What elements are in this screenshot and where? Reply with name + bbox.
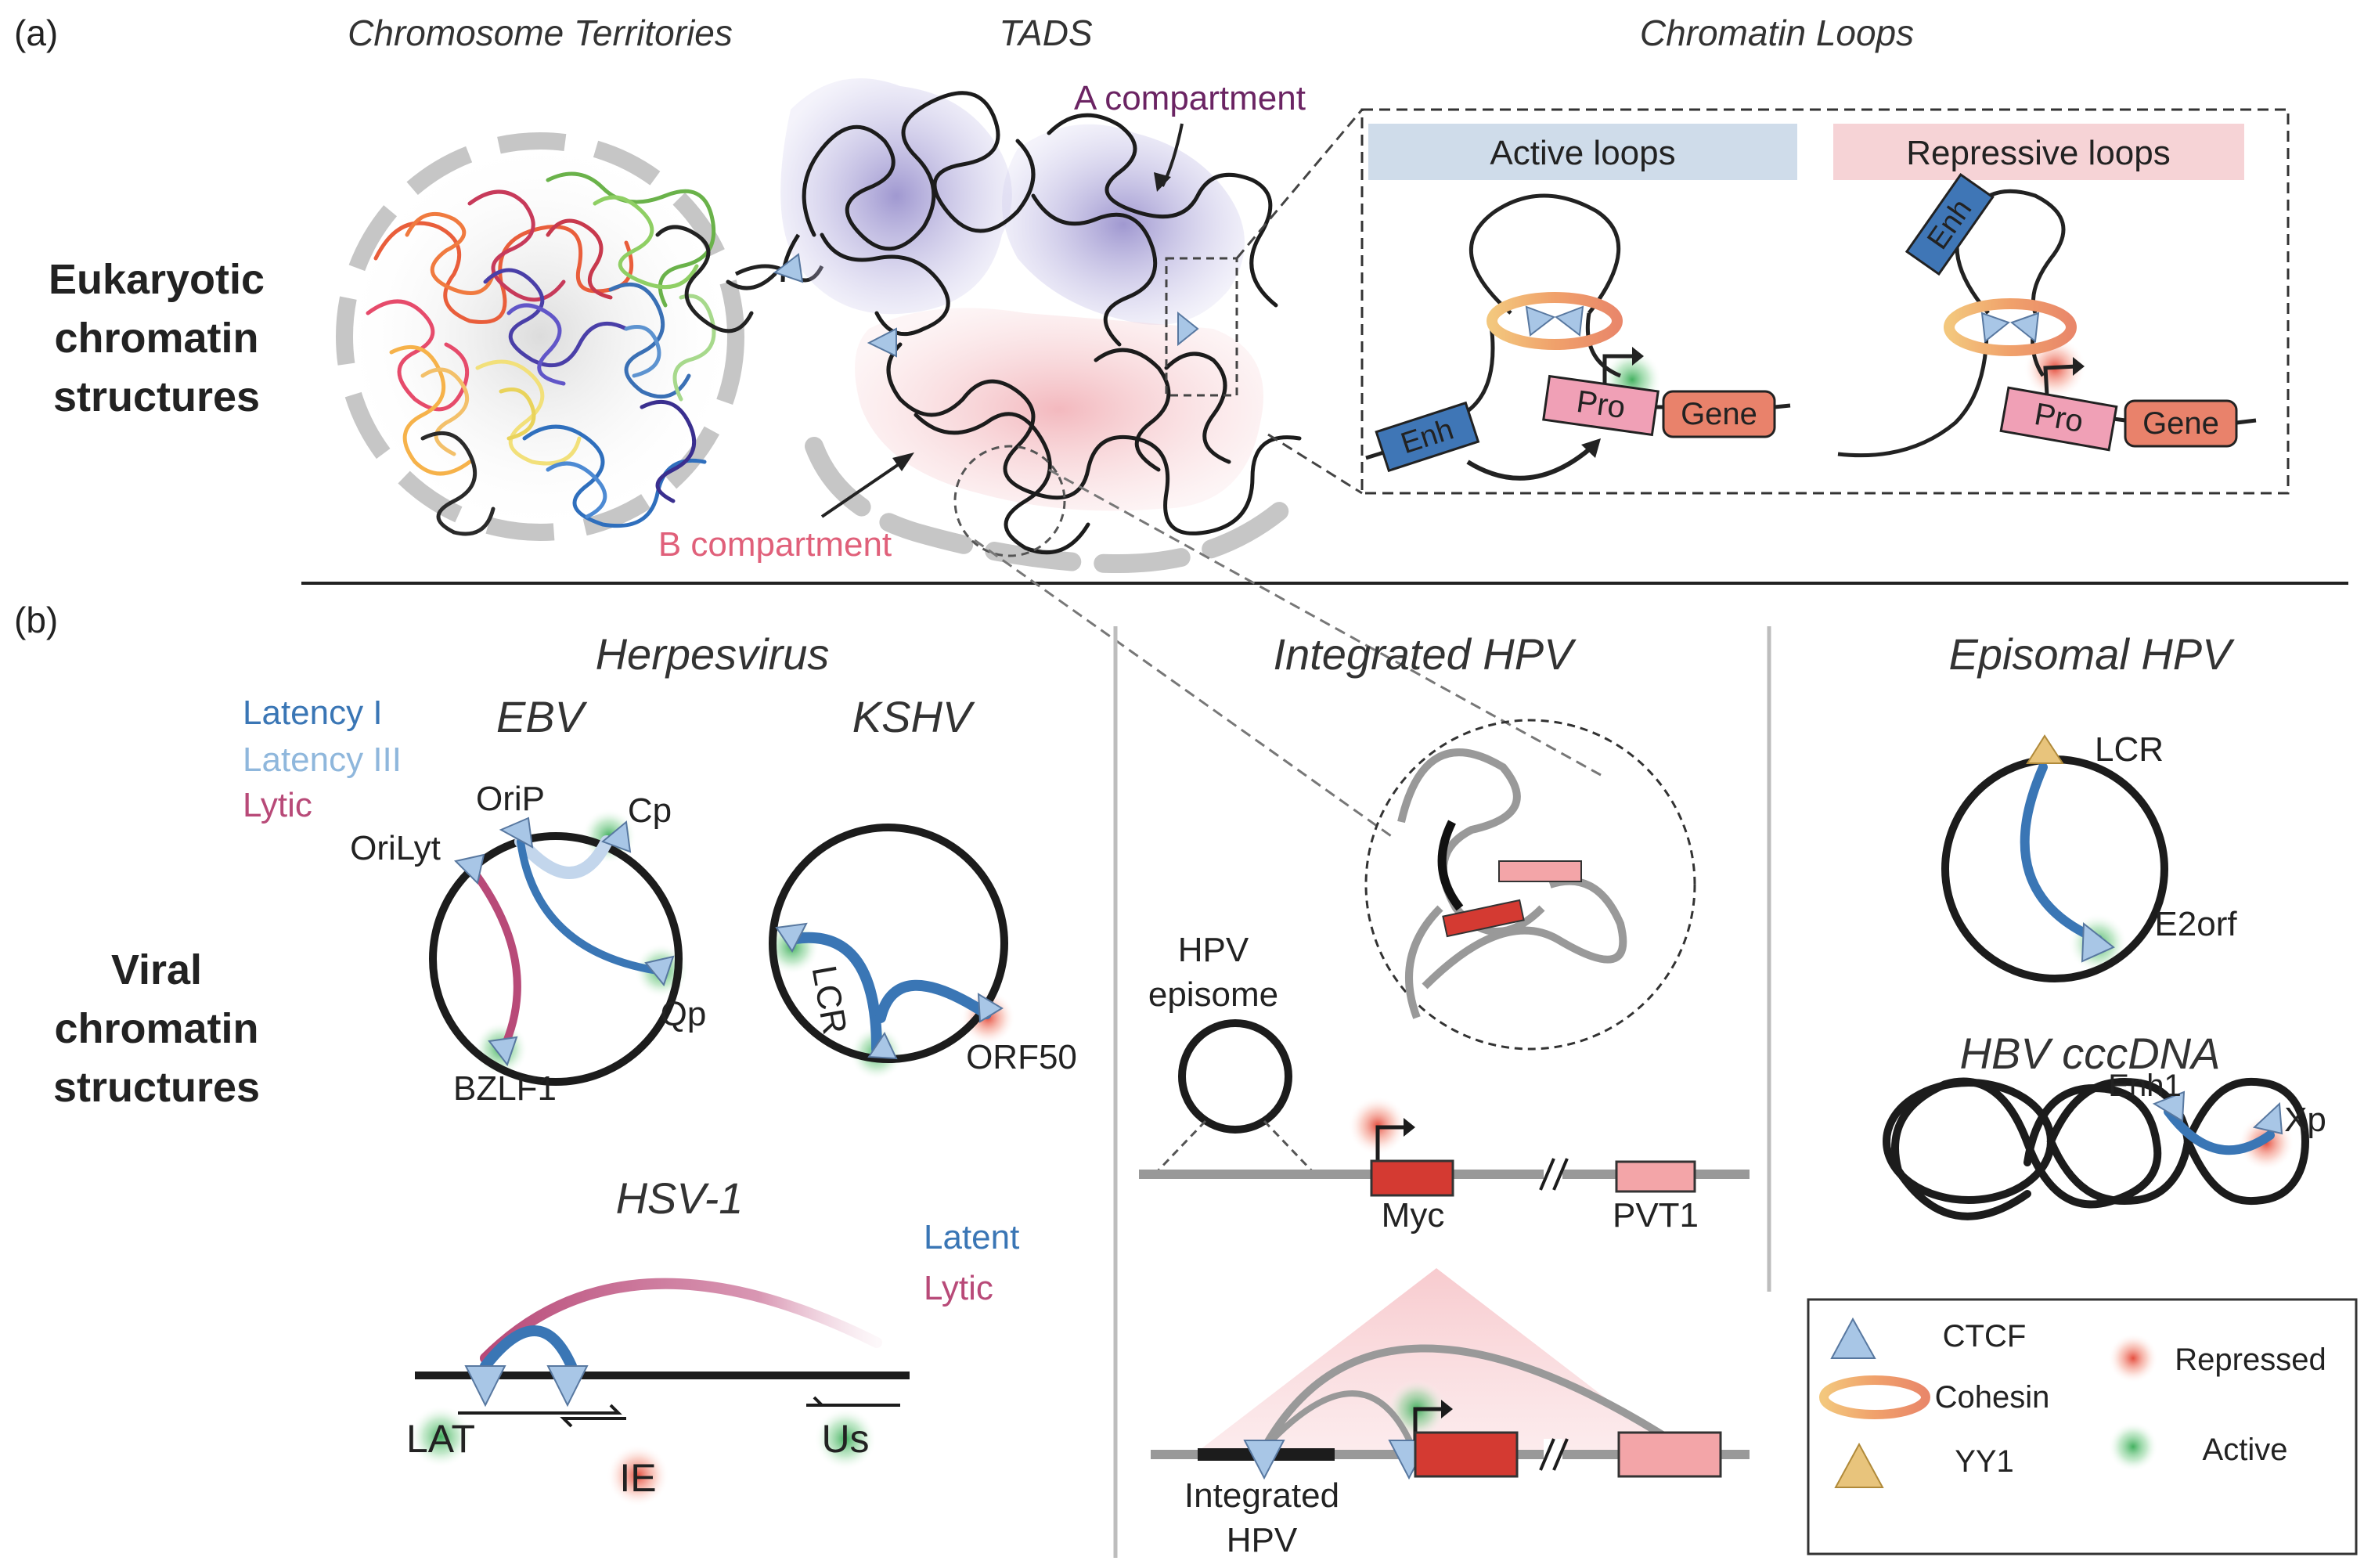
pro-label: Pro [2032, 397, 2086, 439]
row-label-line: structures [53, 373, 260, 420]
chromatin-loops-box: Active loops Repressive loops Enh Pro Ge… [1360, 108, 2290, 495]
integrated-label: HPV [1227, 1521, 1298, 1559]
panel-b-label: (b) [14, 600, 58, 640]
myc-label: Myc [1382, 1196, 1445, 1235]
b-compartment-label: B compartment [658, 525, 892, 564]
kshv-label: ORF50 [966, 1038, 1077, 1076]
tads-title: TADS [999, 13, 1093, 53]
ebv-diagram: EBV OriP Cp OriLyt Qp BZLF1 [350, 692, 706, 1108]
yy1-icon [1834, 1442, 1884, 1488]
loops-title: Chromatin Loops [1640, 13, 1914, 53]
legend-active: Active [2203, 1433, 2288, 1467]
ebv-label: BZLF1 [453, 1069, 557, 1108]
eukaryotic-row-label: Eukaryotic chromatin structures [49, 256, 265, 420]
viral-row-label: Viral chromatin structures [53, 946, 260, 1111]
pro-label: Pro [1574, 384, 1627, 425]
herpesvirus-title: Herpesvirus [596, 629, 830, 679]
ebv-label: Cp [628, 791, 672, 830]
ebv-title: EBV [496, 692, 588, 741]
pvt1-label: PVT1 [1613, 1196, 1699, 1235]
ebv-label: Qp [661, 995, 707, 1033]
episome-label: HPV [1178, 931, 1249, 969]
hsv1-title: HSV-1 [616, 1173, 744, 1223]
repressive-loops-header [1833, 124, 2244, 180]
ebv-label: OriLyt [350, 829, 441, 867]
enh1-label: Enh1 [2108, 1069, 2181, 1103]
row-label-line: Viral [111, 946, 202, 993]
repressive-loop-diagram: Enh Pro Gene [1837, 172, 2257, 458]
hsv1-diagram: HSV-1 Latent Lytic LAT IE Us [406, 1173, 1019, 1507]
a-compartment-label: A compartment [1074, 79, 1306, 117]
legend-ctcf: CTCF [1943, 1319, 2027, 1354]
hsv1-label: Us [821, 1417, 869, 1461]
hsv1-lytic-legend: Lytic [924, 1269, 993, 1307]
zoom-line [1048, 468, 1602, 777]
repressed-icon [2108, 1333, 2158, 1383]
gene-label: Gene [1681, 397, 1757, 431]
kshv-title: KSHV [852, 692, 975, 741]
legend-repressed: Repressed [2175, 1343, 2326, 1377]
ebv-label: OriP [476, 780, 545, 818]
episomal-hpv-title: Episomal HPV [1948, 629, 2235, 679]
integrated-hpv-title: Integrated HPV [1274, 629, 1577, 679]
legend-box: CTCF Cohesin YY1 Repressed Active [1807, 1298, 2358, 1555]
kshv-diagram: KSHV LCR ORF50 [765, 692, 1077, 1080]
panel-a-label: (a) [14, 13, 58, 53]
lcr-label: LCR [2095, 730, 2164, 769]
hbv-title: HBV cccDNA [1960, 1029, 2221, 1078]
cohesin-icon [1819, 1375, 1930, 1419]
lytic-legend: Lytic [243, 786, 312, 824]
row-label-line: chromatin [54, 315, 258, 362]
row-label-line: structures [53, 1064, 260, 1111]
xp-label: Xp [2284, 1101, 2326, 1139]
gene-label: Gene [2142, 406, 2219, 441]
hsv1-label: LAT [406, 1417, 475, 1461]
repressive-loops-label: Repressive loops [1906, 134, 2171, 172]
legend-cohesin: Cohesin [1935, 1380, 2050, 1415]
latency3-legend: Latency III [243, 741, 402, 779]
hsv1-label: IE [619, 1456, 656, 1500]
active-icon [2108, 1422, 2158, 1472]
row-label-line: chromatin [54, 1005, 258, 1052]
hbv-diagram: HBV cccDNA Enh1 Xp [1883, 1029, 2326, 1220]
nucleus-territories [336, 132, 824, 541]
tads-structure: A compartment B compartment [658, 78, 1364, 574]
hsv1-latent-legend: Latent [924, 1218, 1019, 1256]
episome-label: episome [1148, 975, 1278, 1014]
integrated-hpv-diagram: Integrated HPV HPV episome Myc PVT1 [1139, 629, 1750, 1559]
ctcf-icon [1830, 1317, 1876, 1359]
episomal-hpv-diagram: Episomal HPV LCR E2orf [1941, 629, 2237, 982]
e2orf-label: E2orf [2154, 905, 2237, 943]
active-loops-header [1368, 124, 1797, 180]
integrated-label: Integrated [1184, 1476, 1339, 1515]
row-label-line: Eukaryotic [49, 256, 265, 303]
legend-yy1: YY1 [1955, 1444, 2014, 1479]
territories-title: Chromosome Territories [348, 13, 733, 53]
latency1-legend: Latency I [243, 694, 383, 732]
active-loops-label: Active loops [1490, 134, 1675, 172]
enh-label: Enh [1397, 413, 1458, 461]
active-loop-diagram: Enh Pro Gene [1365, 193, 1791, 481]
